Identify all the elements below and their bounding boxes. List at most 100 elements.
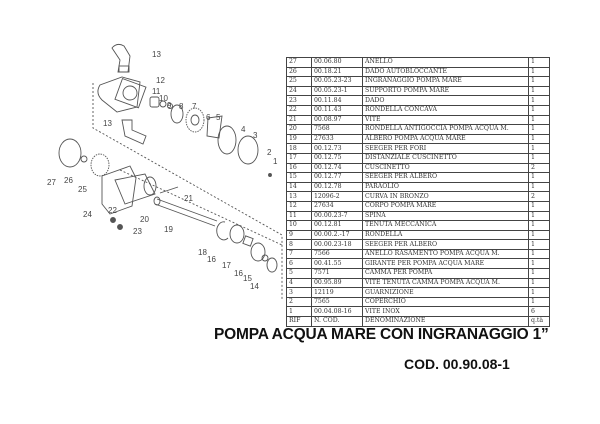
description-cell: ALBERO POMPA ACQUA MARE xyxy=(362,133,529,145)
qty-cell: 1 xyxy=(528,104,550,116)
qty-cell: 1 xyxy=(528,220,550,231)
assembly-axis-line xyxy=(92,83,283,300)
code-cell: 00.11.43 xyxy=(311,104,363,116)
callout-label: 6 xyxy=(206,113,211,122)
code-cell: 00.06.80 xyxy=(311,57,363,68)
callout-label: 3 xyxy=(253,131,258,140)
code-cell: 7568 xyxy=(311,124,363,135)
description-cell: DADO xyxy=(362,95,529,106)
callout-label: 14 xyxy=(250,282,259,291)
code-cell: 00.12.75 xyxy=(311,152,363,164)
product-code: COD. 00.90.08-1 xyxy=(404,356,510,372)
ref-cell: 26 xyxy=(286,66,312,78)
code-cell: 27633 xyxy=(311,133,363,145)
qty-cell: 1 xyxy=(528,85,550,97)
callout-label: 26 xyxy=(64,176,73,185)
ref-cell: 25 xyxy=(286,76,312,87)
code-cell: 7565 xyxy=(311,296,363,308)
description-cell: RONDELLA ANTIGOCCIA POMPA ACQUA M. xyxy=(362,124,529,135)
ref-cell: 3 xyxy=(286,287,312,298)
callout-label: 16 xyxy=(207,255,216,264)
description-cell: ANELLO RASAMENTO POMPA ACQUA M. xyxy=(362,248,529,260)
callout-label: 11 xyxy=(152,87,161,96)
description-cell: DISTANZIALE CUSCINETTO xyxy=(362,152,529,164)
document-title: POMPA ACQUA MARE CON INGRANAGGIO 1” xyxy=(214,326,549,343)
qty-cell: 1 xyxy=(528,152,550,164)
qty-cell: 1 xyxy=(528,210,550,222)
pump-body-icon xyxy=(97,76,141,113)
callout-label: 9 xyxy=(167,101,172,110)
code-cell: 00.18.21 xyxy=(311,66,363,78)
description-cell: VITE INOX xyxy=(362,306,529,318)
qty-cell: 1 xyxy=(528,229,550,241)
qty-cell: 1 xyxy=(528,239,550,250)
code-cell: 00.05.23-23 xyxy=(311,76,363,87)
description-cell: CURVA IN BRONZO xyxy=(362,191,529,202)
code-cell: N. COD. xyxy=(311,316,363,327)
code-cell: 00.95.89 xyxy=(311,277,363,289)
pump-support-icon xyxy=(101,165,137,215)
qty-cell: 1 xyxy=(528,268,550,279)
description-cell: SEEGER PER ALBERO xyxy=(362,239,529,250)
pump-shaft-icon xyxy=(154,198,218,227)
callout-label: 15 xyxy=(243,274,252,283)
ref-cell: 20 xyxy=(286,124,312,135)
qty-cell: 1 xyxy=(528,114,550,126)
code-cell: 00.12.81 xyxy=(311,220,363,231)
description-cell: PARAOLIO xyxy=(362,181,529,193)
callout-label: 4 xyxy=(241,125,246,134)
qty-cell: 1 xyxy=(528,57,550,68)
ref-cell: 22 xyxy=(286,104,312,116)
ref-cell: 7 xyxy=(286,248,312,260)
qty-cell: 1 xyxy=(528,181,550,193)
code-cell: 00.12.73 xyxy=(311,143,363,154)
callout-label: 10 xyxy=(159,94,168,103)
qty-cell: 1 xyxy=(528,200,550,212)
qty-cell: 1 xyxy=(528,296,550,308)
code-cell: 00.08.97 xyxy=(311,114,363,126)
qty-cell: 1 xyxy=(528,277,550,289)
code-cell: 00.12.77 xyxy=(311,172,363,183)
description-cell: DADO AUTOBLOCCANTE xyxy=(362,66,529,78)
description-cell: INGRANAGGIO POMPA MARE xyxy=(362,76,529,87)
description-cell: TENUTA MECCANICA xyxy=(362,220,529,231)
ref-cell: 9 xyxy=(286,229,312,241)
ref-cell: 5 xyxy=(286,268,312,279)
code-cell: 00.11.84 xyxy=(311,95,363,106)
callout-label: 18 xyxy=(198,248,207,257)
description-cell: VITE xyxy=(362,114,529,126)
ref-cell: 18 xyxy=(286,143,312,154)
code-cell: 00.12.78 xyxy=(311,181,363,193)
callout-label: 17 xyxy=(222,261,231,270)
ref-cell: 8 xyxy=(286,239,312,250)
description-cell: RONDELLA CONCAVA xyxy=(362,104,529,116)
callout-label: 22 xyxy=(108,206,117,215)
ref-cell: 21 xyxy=(286,114,312,126)
ref-cell: 27 xyxy=(286,57,312,68)
code-cell: 00.04.08-16 xyxy=(311,306,363,318)
ref-cell: RIF xyxy=(286,316,312,327)
callout-label: 7 xyxy=(192,102,197,111)
description-cell: COPERCHIO xyxy=(362,296,529,308)
qty-cell: 2 xyxy=(528,162,550,174)
ref-cell: 12 xyxy=(286,200,312,212)
code-cell: 00.00.23-18 xyxy=(311,239,363,250)
description-cell: CORPO POMPA MARE xyxy=(362,200,529,212)
